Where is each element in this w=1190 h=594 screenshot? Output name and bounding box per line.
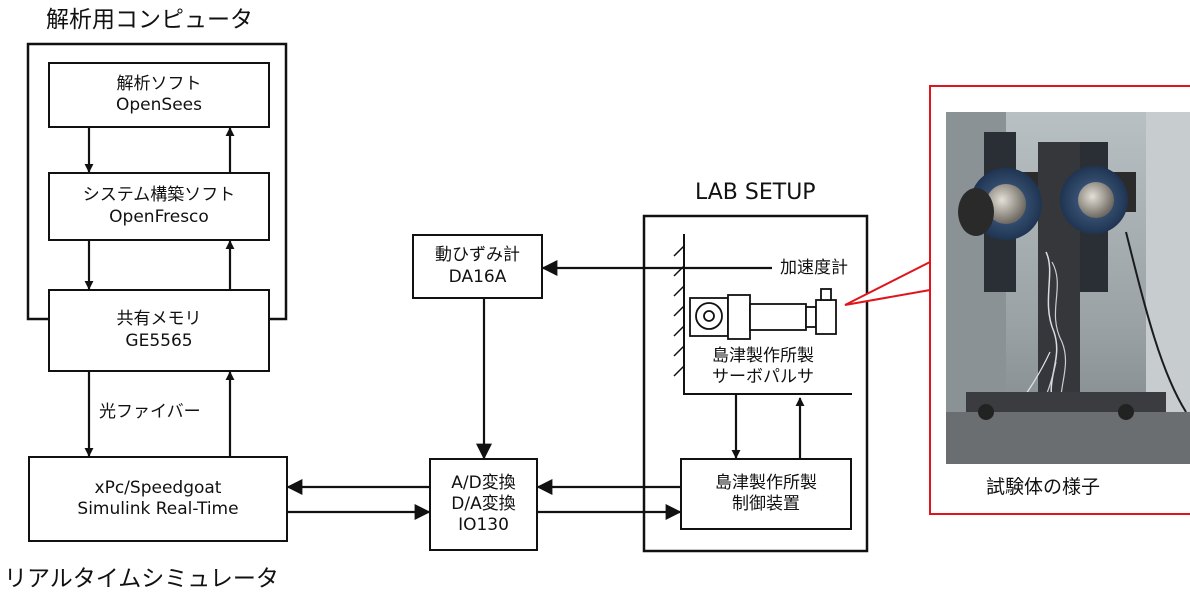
strain-meter-model: DA16A xyxy=(449,267,507,288)
fiber-optic-label: 光ファイバー xyxy=(99,402,201,423)
system-software-name: OpenFresco xyxy=(109,207,209,228)
strain-meter-label: 動ひずみ計 xyxy=(435,245,520,266)
system-software-label: システム構築ソフト xyxy=(83,185,236,206)
shared-memory-label: 共有メモリ xyxy=(117,309,202,330)
ad-da-converter-box: A/D変換 D/A変換 IO130 xyxy=(429,458,538,551)
shared-memory-name: GE5565 xyxy=(125,331,192,352)
system-software-box: システム構築ソフト OpenFresco xyxy=(48,172,270,241)
realtime-simulator-title: リアルタイムシミュレータ xyxy=(4,565,279,593)
photo-callout-pointer xyxy=(845,262,930,305)
reaction-wall xyxy=(674,234,684,394)
xpc-speedgoat-box: xPc/Speedgoat Simulink Real-Time xyxy=(28,456,288,542)
servo-pulser-label: 島津製作所製 サーボパルサ xyxy=(712,346,814,387)
xpc-speedgoat-label: xPc/Speedgoat xyxy=(95,478,222,499)
servo-maker-label: 島津製作所製 xyxy=(712,346,814,367)
analysis-software-name: OpenSees xyxy=(116,95,202,116)
ad-conversion-label: A/D変換 xyxy=(451,473,515,494)
controller-maker-label: 島津製作所製 xyxy=(715,473,817,494)
shared-memory-box: 共有メモリ GE5565 xyxy=(48,289,270,372)
controller-label: 制御装置 xyxy=(732,494,800,515)
lab-setup-title: LAB SETUP xyxy=(695,180,816,207)
da-conversion-label: D/A変換 xyxy=(451,494,515,515)
computer-group-title: 解析用コンピュータ xyxy=(46,6,253,34)
accelerometer-label: 加速度計 xyxy=(780,258,848,279)
analysis-software-box: 解析ソフト OpenSees xyxy=(48,62,270,128)
servo-name-label: サーボパルサ xyxy=(712,367,814,388)
simulink-realtime-label: Simulink Real-Time xyxy=(77,499,238,520)
converter-model-label: IO130 xyxy=(458,515,509,536)
strain-meter-box: 動ひずみ計 DA16A xyxy=(412,234,543,299)
photo-caption: 試験体の様子 xyxy=(986,476,1100,499)
servo-actuator xyxy=(690,289,836,339)
specimen-photo xyxy=(946,112,1190,464)
controller-box: 島津製作所製 制御装置 xyxy=(680,458,852,530)
analysis-software-label: 解析ソフト xyxy=(117,74,202,95)
